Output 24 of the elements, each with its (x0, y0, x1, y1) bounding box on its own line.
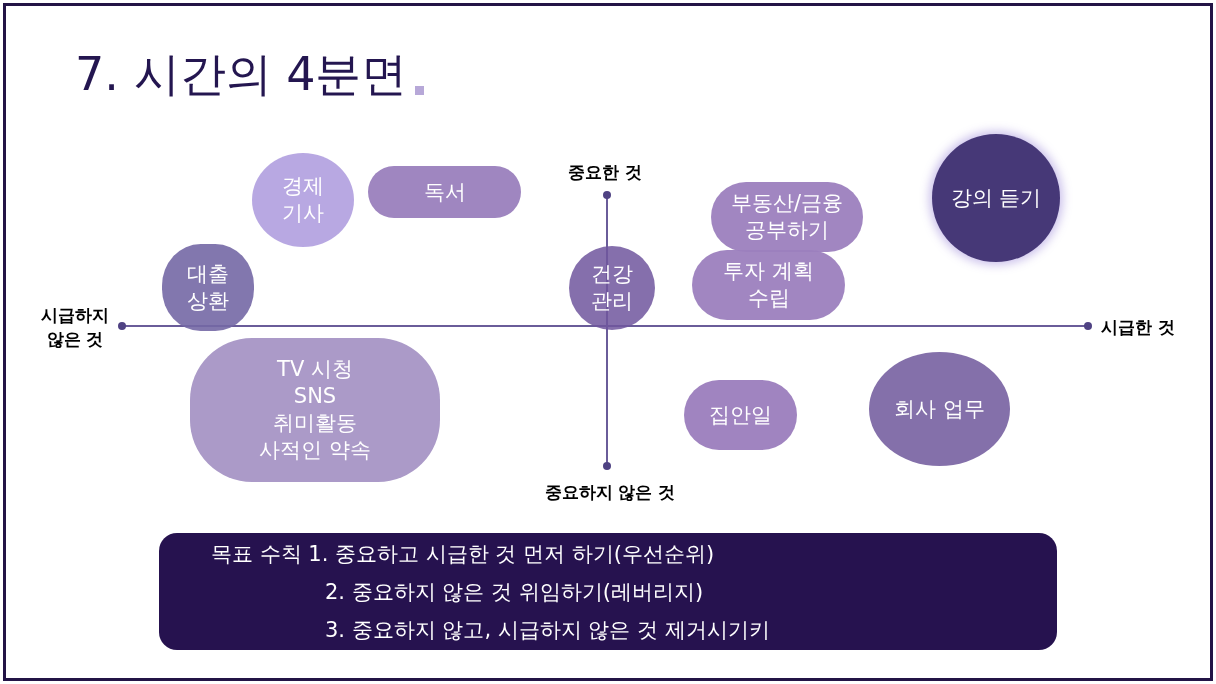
task-label: 건강 관리 (590, 261, 634, 315)
task-label: 대출 상환 (186, 260, 230, 315)
task-label: 집안일 (709, 401, 772, 429)
axis-label: 중요하지 않은 것 (543, 481, 677, 504)
task-label: 투자 계획 수립 (722, 258, 815, 312)
axis-label: 시급한 것 (1100, 316, 1176, 339)
task-label: 부동산/금융 공부하기 (729, 190, 845, 244)
axis-label: 중요한 것 (567, 161, 643, 184)
task-pill (368, 166, 521, 218)
task-label: SNS (293, 383, 337, 410)
axis-label: 시급하지 않은 것 (40, 304, 110, 351)
task-label: 독서 (423, 178, 466, 206)
task-label: 사적인 약속 (259, 437, 371, 464)
task-label: 경제 기사 (281, 173, 325, 227)
task-label: TV 시청 (277, 356, 353, 383)
task-circle (932, 134, 1060, 262)
rule-text: 3. 중요하지 않고, 시급하지 않은 것 제거시기키 (325, 616, 770, 644)
goal-rules-banner (159, 533, 1057, 650)
task-label: 강의 듣기 (950, 184, 1042, 212)
task-label: 회사 업무 (894, 395, 985, 423)
rule-text: 2. 중요하지 않은 것 위임하기(레버리지) (325, 578, 704, 606)
rule-text: 목표 수칙 1. 중요하고 시급한 것 먼저 하기(우선순위) (211, 540, 715, 568)
task-label: 취미활동 (273, 410, 357, 437)
slide-title: 7. 시간의 4분면 (75, 46, 408, 103)
